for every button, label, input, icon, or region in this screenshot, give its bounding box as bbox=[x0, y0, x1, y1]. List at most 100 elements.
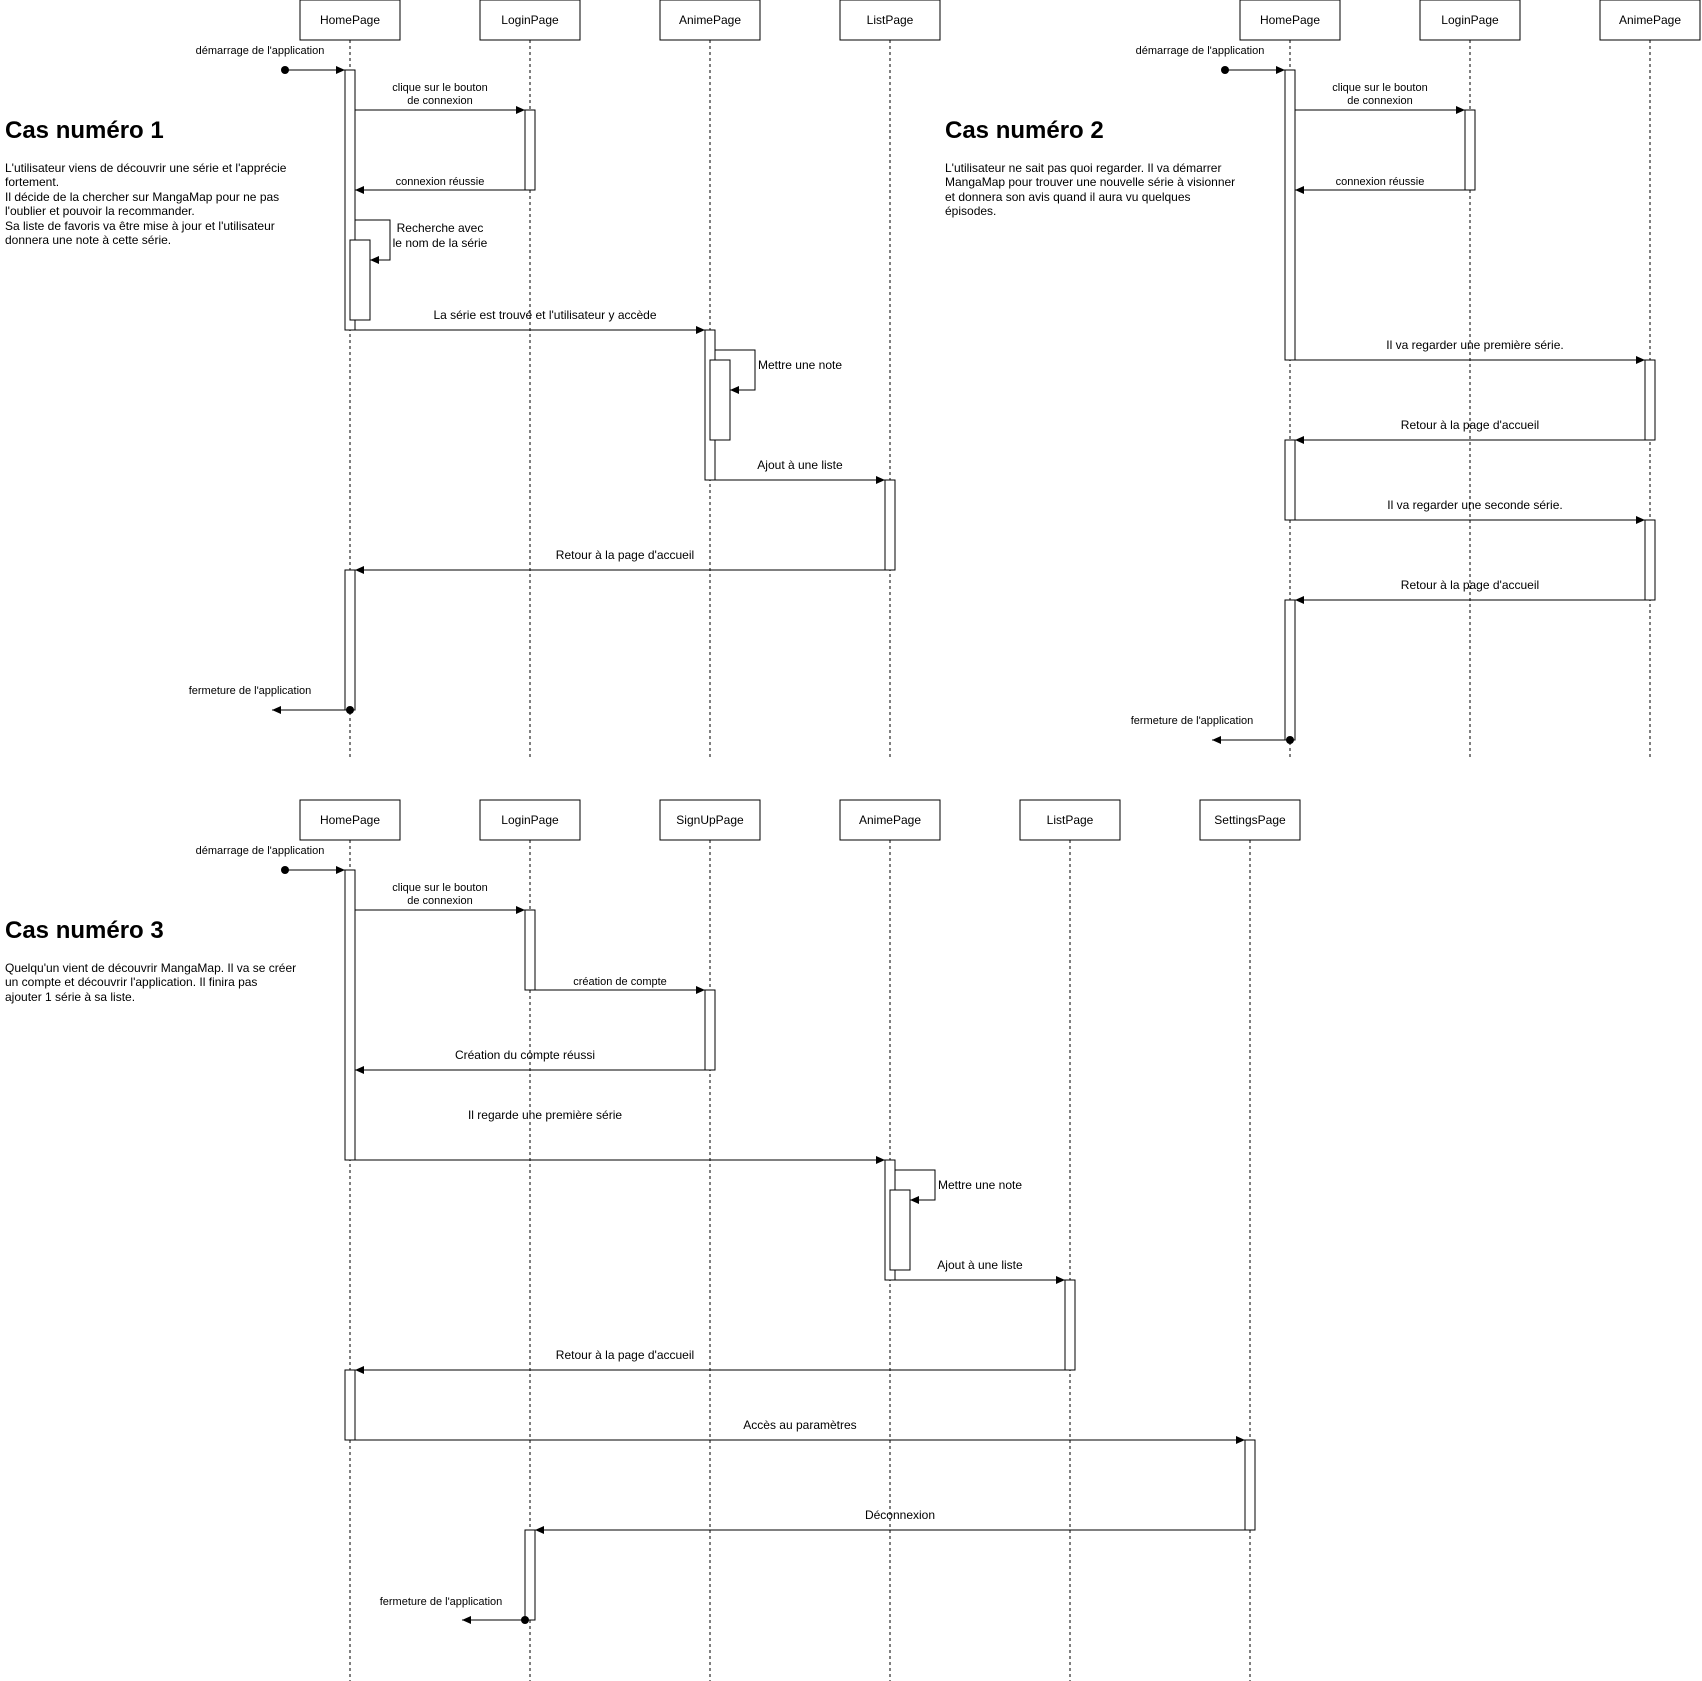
case-1-description-line: l'oublier et pouvoir la recommander. bbox=[5, 204, 195, 218]
case-1-diagram: HomePage LoginPage AnimePage ListPage dé… bbox=[189, 0, 941, 760]
activation-bar bbox=[344, 569, 356, 711]
case-3-description-line: un compte et découvrir l'application. Il… bbox=[5, 975, 257, 989]
participant-signuppage[interactable]: SignUpPage bbox=[659, 799, 761, 841]
activation-bar bbox=[1284, 599, 1296, 741]
message-label: connexion réussie bbox=[396, 176, 485, 188]
svg-text:HomePage: HomePage bbox=[320, 13, 380, 27]
message-label: clique sur le bouton bbox=[1332, 82, 1427, 94]
activation-bar bbox=[884, 479, 896, 571]
case-2-description-line: MangaMap pour trouver une nouvelle série… bbox=[945, 175, 1235, 189]
self-message-arrow bbox=[715, 349, 756, 394]
message-label: démarrage de l'application bbox=[1136, 45, 1265, 57]
participant-animepage[interactable]: AnimePage bbox=[659, 0, 761, 41]
message-label: La série est trouvé et l'utilisateur y a… bbox=[433, 308, 656, 322]
activation-bar bbox=[1244, 1439, 1256, 1531]
case-1-title: Cas numéro 1 bbox=[5, 117, 164, 144]
case-1-description-line: L'utilisateur viens de découvrir une sér… bbox=[5, 161, 287, 175]
case-2-description-line: L'utilisateur ne sait pas quoi regarder.… bbox=[945, 161, 1221, 175]
activation-bar bbox=[344, 869, 356, 1161]
svg-text:LoginPage: LoginPage bbox=[1441, 13, 1499, 27]
message-label: Retour à la page d'accueil bbox=[1401, 578, 1539, 592]
activation-bar bbox=[344, 69, 356, 331]
message-label: clique sur le bouton bbox=[392, 82, 487, 94]
case-1-description-line: donnera une note à cette série. bbox=[5, 233, 171, 247]
participant-listpage[interactable]: ListPage bbox=[1019, 799, 1121, 841]
activation-bar bbox=[1284, 439, 1296, 521]
activation-bar bbox=[1064, 1279, 1076, 1371]
activation-bar bbox=[704, 989, 716, 1071]
message-label: de connexion bbox=[1347, 95, 1412, 107]
message-label: de connexion bbox=[407, 95, 472, 107]
case-3-description-line: Quelqu'un vient de découvrir MangaMap. I… bbox=[5, 961, 296, 975]
message-label: Recherche avec bbox=[397, 221, 484, 235]
svg-text:AnimePage: AnimePage bbox=[1619, 13, 1681, 27]
message-label: clique sur le bouton bbox=[392, 882, 487, 894]
activation-bar bbox=[524, 109, 536, 191]
svg-text:ListPage: ListPage bbox=[1047, 813, 1094, 827]
participant-listpage[interactable]: ListPage bbox=[839, 0, 941, 41]
case-3-title: Cas numéro 3 bbox=[5, 917, 164, 944]
message-label: Retour à la page d'accueil bbox=[556, 548, 694, 562]
message-label: Création du compte réussi bbox=[455, 1048, 595, 1062]
case-2-description-line: et donnera son avis quand il aura vu que… bbox=[945, 190, 1191, 204]
message-label: Ajout à une liste bbox=[937, 1258, 1023, 1272]
case-3-description-line: ajouter 1 série à sa liste. bbox=[5, 990, 135, 1004]
activation-bar bbox=[349, 239, 371, 321]
case-1-description-line: fortement. bbox=[5, 175, 59, 189]
message-label: fermeture de l'application bbox=[1131, 715, 1254, 727]
participant-homepage[interactable]: HomePage bbox=[1239, 0, 1341, 41]
svg-text:AnimePage: AnimePage bbox=[859, 813, 921, 827]
case-3-diagram: HomePage LoginPage SignUpPage AnimePage … bbox=[196, 799, 1301, 1681]
message-label: Mettre une note bbox=[938, 1178, 1022, 1192]
message-label: fermeture de l'application bbox=[189, 685, 312, 697]
participant-loginpage[interactable]: LoginPage bbox=[479, 0, 581, 41]
message-label: fermeture de l'application bbox=[380, 1596, 503, 1608]
participant-loginpage[interactable]: LoginPage bbox=[1419, 0, 1521, 41]
participant-animepage[interactable]: AnimePage bbox=[1599, 0, 1701, 41]
message-label: Il va regarder une seconde série. bbox=[1387, 498, 1562, 512]
activation-bar bbox=[524, 909, 536, 991]
self-message-arrow bbox=[355, 219, 391, 264]
message-label: Il regarde une première série bbox=[468, 1108, 622, 1122]
svg-text:ListPage: ListPage bbox=[867, 13, 914, 27]
message-label: Retour à la page d'accueil bbox=[1401, 418, 1539, 432]
message-label: Il va regarder une première série. bbox=[1386, 338, 1563, 352]
participant-homepage[interactable]: HomePage bbox=[299, 0, 401, 41]
participant-loginpage[interactable]: LoginPage bbox=[479, 799, 581, 841]
case-1-description-line: Sa liste de favoris va être mise à jour … bbox=[5, 219, 275, 233]
activation-bar bbox=[709, 359, 731, 441]
participant-homepage[interactable]: HomePage bbox=[299, 799, 401, 841]
message-label: démarrage de l'application bbox=[196, 45, 325, 57]
activation-bar bbox=[344, 1369, 356, 1441]
case-2-title: Cas numéro 2 bbox=[945, 117, 1104, 144]
message-label: connexion réussie bbox=[1336, 176, 1425, 188]
message-label: de connexion bbox=[407, 895, 472, 907]
activation-bar bbox=[524, 1529, 536, 1621]
message-label: le nom de la série bbox=[393, 236, 488, 250]
message-label: création de compte bbox=[573, 976, 667, 988]
svg-text:LoginPage: LoginPage bbox=[501, 813, 559, 827]
svg-text:HomePage: HomePage bbox=[320, 813, 380, 827]
message-label: Mettre une note bbox=[758, 358, 842, 372]
message-label: Retour à la page d'accueil bbox=[556, 1348, 694, 1362]
activation-bar bbox=[1464, 109, 1476, 191]
activation-bar bbox=[1284, 69, 1296, 361]
message-label: démarrage de l'application bbox=[196, 845, 325, 857]
participant-settingspage[interactable]: SettingsPage bbox=[1199, 799, 1301, 841]
svg-text:AnimePage: AnimePage bbox=[679, 13, 741, 27]
self-message-arrow bbox=[895, 1169, 936, 1204]
case-1-description-line: Il décide de la chercher sur MangaMap po… bbox=[5, 190, 279, 204]
activation-bar bbox=[1644, 519, 1656, 601]
case-2-diagram: HomePage LoginPage AnimePage démarrage d… bbox=[1131, 0, 1701, 760]
activation-bar bbox=[889, 1189, 911, 1271]
message-label: Accès au paramètres bbox=[743, 1418, 856, 1432]
svg-text:SettingsPage: SettingsPage bbox=[1214, 813, 1286, 827]
participant-animepage[interactable]: AnimePage bbox=[839, 799, 941, 841]
case-2-description-line: épisodes. bbox=[945, 204, 996, 218]
svg-text:HomePage: HomePage bbox=[1260, 13, 1320, 27]
message-label: Déconnexion bbox=[865, 1508, 935, 1522]
svg-text:SignUpPage: SignUpPage bbox=[676, 813, 744, 827]
activation-bar bbox=[1644, 359, 1656, 441]
svg-text:LoginPage: LoginPage bbox=[501, 13, 559, 27]
